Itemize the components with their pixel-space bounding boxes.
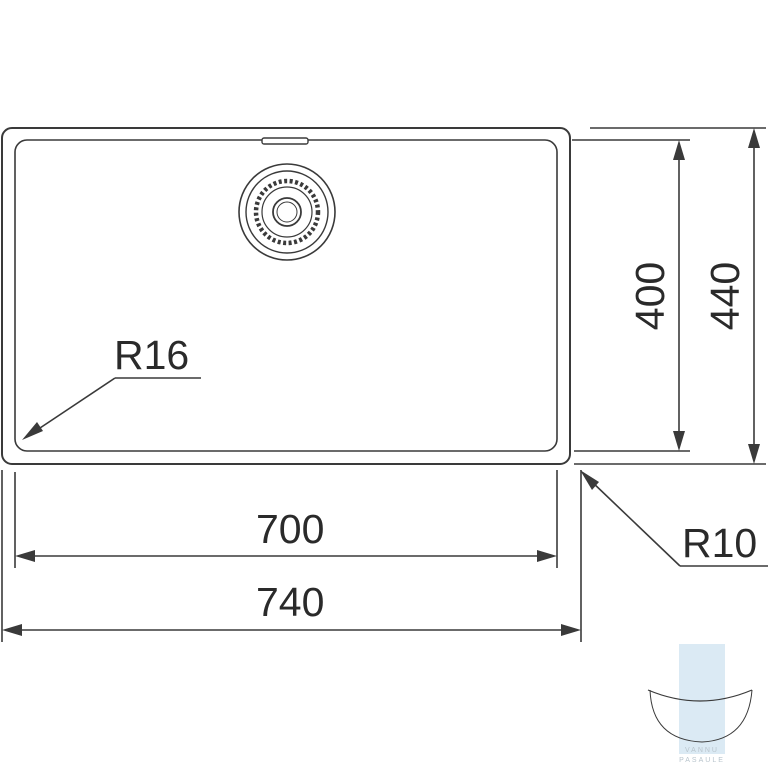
r16-leader: R16 [22,332,201,440]
overflow-slot [261,137,309,145]
dimension-440: 440 [574,127,766,465]
dimension-740: 740 [1,470,582,642]
watermark-text-2: PASAULE [679,757,725,764]
dimension-700: 700 [14,470,558,568]
dimension-400-label: 400 [627,262,673,330]
dimension-440-label: 440 [702,262,748,330]
drain-strainer-icon [238,163,336,261]
dimension-700-label: 700 [256,506,324,552]
dimension-400: 400 [572,139,690,452]
r10-label: R10 [682,520,757,566]
outer-rim [1,127,571,465]
watermark-text-1: VANNU [685,747,719,754]
watermark-logo: VANNU PASAULE [647,644,753,764]
r16-label: R16 [114,332,189,378]
r10-leader: R10 [580,470,768,567]
dimension-740-label: 740 [256,579,324,625]
